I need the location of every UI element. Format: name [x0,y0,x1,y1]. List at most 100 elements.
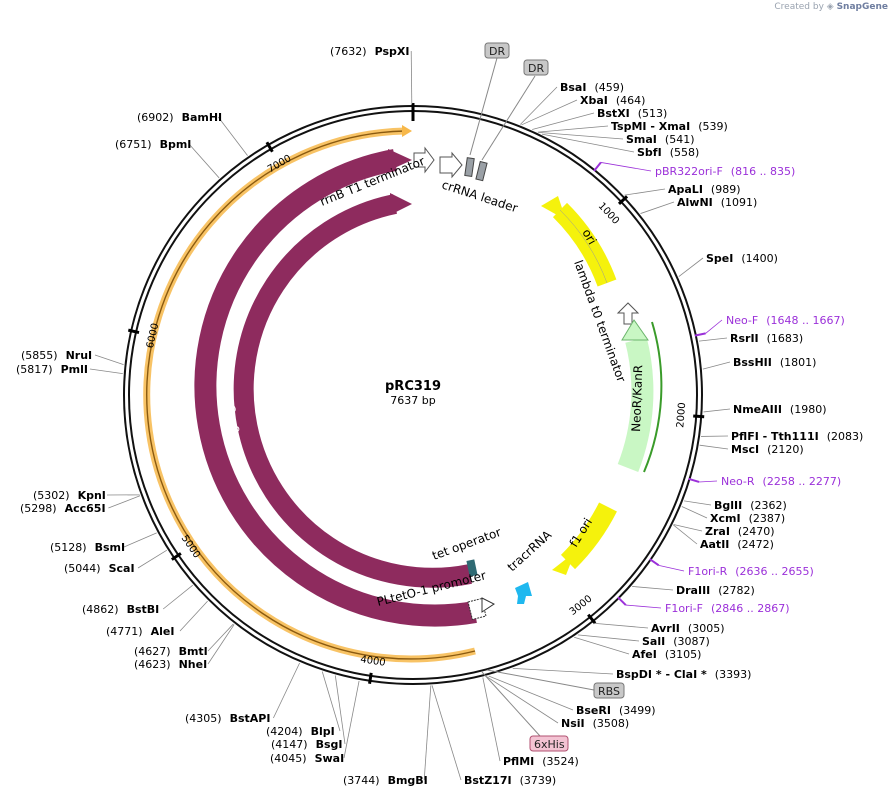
site-name-4: TspMI - XmaI [611,120,690,133]
dr-box-1 [464,157,475,178]
site-leader-43 [188,143,220,179]
primer-range-0: (816 .. 835) [731,165,796,178]
site-label-20: AvrII (3005) [651,622,724,635]
site-label-38: (5128)BsmI [50,541,125,554]
neo-primer-line [643,321,663,473]
site-pos-29: (4045) [270,752,307,765]
site-name-20: AvrII [651,622,680,635]
site-pos-1: (459) [594,81,624,94]
site-leader-9 [678,257,704,277]
site-leader-36 [162,584,194,610]
site-leader-38 [123,532,157,548]
site-label-3: BstXI(513) [597,107,667,120]
site-leader-33 [207,624,235,665]
lambda-terminator-arrow [616,302,640,325]
site-label-10: RsrII (1683) [730,332,803,345]
backbone-highlight-core [146,130,476,660]
tracrrna-label: tracrRNA [505,527,555,574]
site-name-40: KpnI [78,489,106,502]
site-label-40: (5302)KpnI [33,489,106,502]
site-name-19: DraIII [676,584,710,597]
dr-box-2 [475,160,488,182]
site-pos-41: (5817) [16,363,53,376]
site-name-30: BsgI [316,738,343,751]
site-leader-31 [321,671,341,732]
primer-leader-1 [705,319,723,334]
site-name-36: BstBI [127,603,160,616]
site-name-18: AatII [700,538,729,551]
site-leader-20 [593,622,649,629]
site-name-14: MscI [731,443,759,456]
site-leader-7 [624,188,666,196]
site-pos-24: (3499) [619,704,656,717]
site-name-1: BsaI [560,81,586,94]
site-label-1: BsaI (459) [560,81,624,94]
tick-label-2000: 2000 [675,402,688,428]
site-pos-19: (2782) [718,584,755,597]
primer-leader-4 [625,604,662,609]
primer-mark-3 [649,558,660,567]
neo-arrowhead [621,319,649,341]
tick-mark-6000 [127,328,140,335]
site-leader-1 [520,86,558,125]
site-pos-20: (3005) [688,622,725,635]
site-pos-36: (4862) [82,603,119,616]
site-leader-23 [512,667,614,675]
credit-prefix: Created by [774,2,824,12]
site-label-4: TspMI - XmaI(539) [611,120,728,133]
site-pos-25: (3508) [593,717,630,730]
tick-mark-3000 [587,613,597,625]
site-label-11: BssHII(1801) [733,356,816,369]
site-label-39: (5298) Acc65I [20,502,106,515]
site-name-10: RsrII [730,332,759,345]
site-pos-7: (989) [711,183,741,196]
site-leader-29 [343,680,360,759]
site-leader-32 [273,662,300,719]
site-name-34: BmtI [179,645,208,658]
site-pos-27: (3739) [520,774,557,787]
site-leader-16 [681,506,708,519]
site-pos-26: (3524) [542,755,579,768]
site-name-24: BseRI [576,704,611,717]
site-label-26: PflMI (3524) [503,755,579,768]
site-pos-10: (1683) [767,332,804,345]
site-pos-22: (3105) [665,648,702,661]
site-label-24: BseRI (3499) [576,704,656,717]
site-name-44: BamHI [182,111,223,124]
cas9-outer-label: Cas9 [183,428,202,460]
neo-label: NeoR/KanR [629,365,645,432]
site-name-0: PspXI [375,45,410,58]
site-name-35: AleI [151,625,175,638]
site-leader-0 [410,50,413,105]
site-group: (7632)PspXIBsaI(459)XbaI(464)BstXI(513)T… [16,45,863,787]
primer-range-4: (2846 .. 2867) [711,602,790,615]
pltet-promoter-arrow [481,597,495,613]
ori-outline [559,209,608,284]
his-tag-text: 6xHis [534,738,565,751]
site-name-17: ZraI [705,525,730,538]
site-label-13: PflFI - Tth111I(2083) [731,430,863,443]
snapgene-logo-icon: ◈ [826,2,834,12]
cas9-inner-arrowhead [390,193,412,215]
tick-label-3000: 3000 [568,593,595,617]
site-pos-30: (4147) [271,738,308,751]
site-leader-2 [521,99,578,126]
site-pos-14: (2120) [767,443,804,456]
dr-tag-1-text: DR [489,45,505,58]
site-name-26: PflMI [503,755,534,768]
primer-name-1: Neo-F [726,314,758,327]
site-label-44: (6902)BamHI [137,111,222,124]
site-name-39: Acc65I [65,502,106,515]
site-label-21: SalI(3087) [642,635,710,648]
primer-group: pBR322ori-F(816 .. 835)Neo-F(1648 .. 166… [593,161,845,615]
his-tag-leader [481,671,541,737]
tick-mark-1000 [617,195,629,205]
site-pos-39: (5298) [20,502,57,515]
crrna-leader-label: crRNA leader [440,178,519,216]
site-pos-6: (558) [670,146,700,159]
primer-name-4: F1ori-F [665,602,703,615]
site-label-27: BstZ17I(3739) [464,774,556,787]
site-label-0: (7632)PspXI [330,45,409,58]
site-label-9: SpeI(1400) [706,252,778,265]
site-leader-18 [673,524,698,545]
